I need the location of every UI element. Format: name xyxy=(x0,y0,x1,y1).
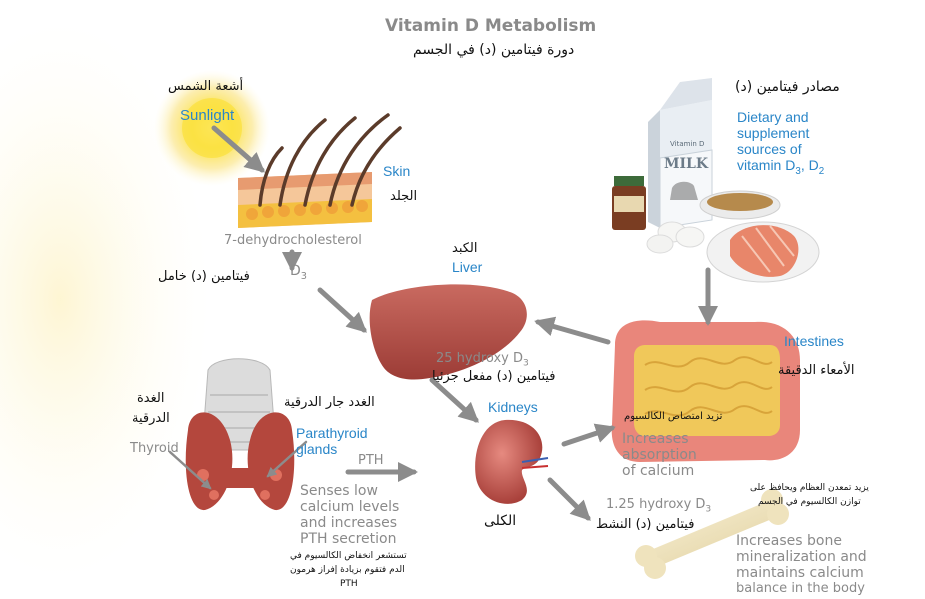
arrow-d3-to-liver xyxy=(320,290,364,330)
intestines-effect-3: of calcium xyxy=(622,464,694,479)
liver-label-ar: الكبد xyxy=(452,242,478,256)
salmon-plate-icon xyxy=(707,222,819,282)
supplement-bottle-icon xyxy=(612,176,646,230)
sources-line-4: vitamin D3, D2 xyxy=(737,158,824,177)
kidneys-label-ar: الكلى xyxy=(484,514,516,529)
intestines-label-ar: الأمعاء الدقيقة xyxy=(778,364,855,378)
arrow-liver-to-kidney xyxy=(432,380,476,420)
bone-effect-2: mineralization and xyxy=(736,550,867,565)
parathyroid-label-ar: الغدد جار الدرقية xyxy=(284,396,375,410)
sources-line-3: sources of xyxy=(737,142,802,157)
parathyroid-label-2: glands xyxy=(296,442,337,457)
kidney-product-label: 1.25 hydroxy D3 xyxy=(606,498,711,515)
thyroid-label-ar-1: الغدة xyxy=(137,392,164,406)
intestines-effect-2: absorption xyxy=(622,448,697,463)
intestines-label: Intestines xyxy=(784,334,844,349)
liver-label: Liver xyxy=(452,260,482,275)
sources-label-ar: مصادر فيتامين (د) xyxy=(735,80,840,95)
skin-label-ar: الجلد xyxy=(390,190,417,204)
diagram-title: Vitamin D Metabolism xyxy=(385,18,596,36)
pth-label: PTH xyxy=(358,454,384,468)
bone-effect-1: Increases bone xyxy=(736,534,842,549)
precursor-label: 7-dehydrocholesterol xyxy=(224,234,362,248)
cereal-bowl-icon xyxy=(700,191,780,219)
diagram-title-ar: دورة فيتامين (د) في الجسم xyxy=(413,43,574,58)
bone-effect-ar-2: توازن الكالسيوم في الجسم xyxy=(758,498,861,507)
d3-label-ar: فيتامين (د) خامل xyxy=(158,270,250,284)
parathyroid-label-1: Parathyroid xyxy=(296,426,368,441)
parathyroid-ar-1: تستشعر انخفاض الكالسيوم في xyxy=(290,552,407,561)
thyroid-label: Thyroid xyxy=(130,442,179,456)
parathyroid-ar-2: الدم فتقوم بزيادة إفراز هرمون xyxy=(290,566,405,575)
kidney-icon xyxy=(475,420,542,504)
milk-brand-text: Vitamin D xyxy=(670,140,704,148)
sources-line-1: Dietary and xyxy=(737,110,809,125)
milk-label-text: MILK xyxy=(664,156,709,172)
bone-effect-ar-1: يزيد تمعدن العظام ويحافظ على xyxy=(750,484,869,493)
kidney-product-ar: فيتامين (د) النشط xyxy=(596,518,694,532)
skin-label: Skin xyxy=(383,164,410,179)
sun-label-ar: أشعة الشمس xyxy=(168,80,243,94)
arrow-kidney-to-bone xyxy=(550,480,588,518)
parathyroid-ar-3: PTH xyxy=(340,580,358,589)
bone-effect-3: maintains calcium xyxy=(736,566,864,581)
bone-effect-4: balance in the body xyxy=(736,582,865,596)
parathyroid-sense-3: and increases xyxy=(300,516,397,531)
thyroid-label-ar-2: الدرقية xyxy=(132,412,170,426)
arrow-kidney-to-intestines xyxy=(564,428,612,444)
intestines-effect-1: Increases xyxy=(622,432,689,447)
sun-label: Sunlight xyxy=(180,108,234,124)
d3-label: D3 xyxy=(290,264,307,282)
eggs-icon xyxy=(647,222,704,253)
parathyroid-sense-2: calcium levels xyxy=(300,500,399,515)
kidneys-label: Kidneys xyxy=(488,400,538,415)
arrow-intestines-to-liver xyxy=(538,322,608,342)
parathyroid-sense-4: PTH secretion xyxy=(300,532,396,547)
liver-product-label: 25 hydroxy D3 xyxy=(436,352,529,369)
parathyroid-sense-1: Senses low xyxy=(300,484,378,499)
intestines-effect-ar: تزيد امتصاص الكالسيوم xyxy=(624,412,722,423)
liver-product-ar: فيتامين (د) مفعل جزئيا xyxy=(432,370,556,384)
sources-line-2: supplement xyxy=(737,126,809,141)
